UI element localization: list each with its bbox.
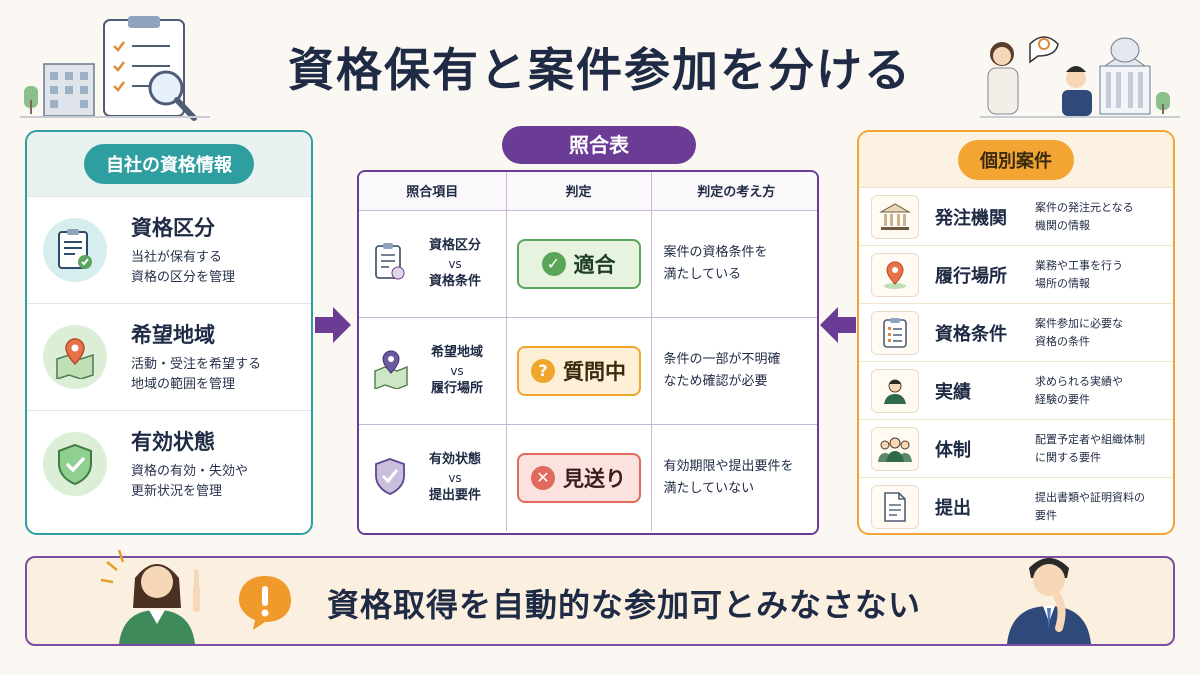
- thinking-man-illustration: [1007, 558, 1091, 644]
- left-item-title: 資格区分: [131, 216, 215, 240]
- right-item-desc: 求められる実績や: [1035, 374, 1123, 388]
- right-item-desc: に関する要件: [1035, 450, 1101, 464]
- matching-table-panel: 照合項目 判定 判定の考え方 資格区分 vs 資格条件 ✓ 適合 案件の資格条件を満た…: [357, 170, 819, 535]
- own-qualification-header: 自社の資格情報: [27, 132, 311, 196]
- right-item-track-record: 実績 求められる実績や経験の要件: [859, 361, 1173, 419]
- person-icon: [871, 368, 919, 413]
- shield-check-icon: [43, 432, 107, 496]
- left-item-title: 希望地域: [131, 323, 215, 347]
- left-item-desc: 地域の範囲を管理: [131, 377, 236, 392]
- map-pin-icon: [43, 325, 107, 389]
- judgement-badge-pass: ✕ 見送り: [516, 452, 641, 503]
- table-row: 資格区分 vs 資格条件 ✓ 適合 案件の資格条件を満たしている: [359, 210, 817, 318]
- right-item-desc: 配置予定者や組織体制: [1035, 432, 1145, 446]
- judgement-reason: なため確認が必要: [663, 373, 768, 389]
- column-header: 判定: [506, 172, 652, 211]
- right-item-desc: 提出書類や証明資料の: [1035, 490, 1145, 504]
- check-icon: ✓: [541, 251, 566, 276]
- checklist-icon: [871, 310, 919, 355]
- key-message: 資格取得を自動的な参加可とみなさない: [327, 586, 922, 624]
- project-title: 個別案件: [958, 139, 1074, 180]
- right-item-ordering-agency: 発注機関 案件の発注元となる機関の情報: [859, 187, 1173, 245]
- compare-item-a: 有効状態: [428, 451, 481, 467]
- right-item-desc: 資格の条件: [1035, 334, 1090, 348]
- judgement-label: 見送り: [563, 466, 626, 491]
- close-icon: ✕: [531, 465, 555, 490]
- left-item-desc: 当社が保有する: [131, 250, 223, 265]
- left-item-preferred-region: 希望地域 活動・受注を希望する地域の範囲を管理: [27, 303, 311, 410]
- table-row: 希望地域 vs 履行場所 ? 質問中 条件の一部が不明確なため確認が必要: [359, 317, 817, 425]
- key-message-banner: 資格取得を自動的な参加可とみなさない: [25, 549, 1175, 646]
- right-arrow-icon: [315, 307, 351, 343]
- judgement-reason: 有効期限や提出要件を: [663, 458, 794, 474]
- column-header: 照合項目: [359, 172, 507, 211]
- right-item-organization: 体制 配置予定者や組織体制に関する要件: [859, 419, 1173, 477]
- right-item-title: 体制: [935, 439, 971, 461]
- city-clipboard-illustration: [20, 16, 210, 121]
- right-item-desc: 機関の情報: [1035, 218, 1090, 232]
- table-row: 有効状態 vs 提出要件 ✕ 見送り 有効期限や提出要件を満たしていない: [359, 424, 817, 531]
- own-qualification-panel: 自社の資格情報 資格区分 当社が保有する資格の区分を管理 希望地域 活動・受注を…: [25, 130, 313, 535]
- question-icon: ?: [531, 358, 555, 383]
- team-icon: [871, 426, 919, 471]
- left-item-valid-status: 有効状態 資格の有効・失効や更新状況を管理: [27, 410, 311, 517]
- certificate-icon: [373, 242, 407, 286]
- own-qualification-title: 自社の資格情報: [84, 144, 254, 184]
- right-item-title: 発注機関: [935, 207, 1007, 229]
- compare-vs: vs: [448, 256, 462, 271]
- compare-item-a: 資格区分: [428, 237, 481, 253]
- shield-check-icon: [373, 456, 407, 500]
- right-item-desc: 経験の要件: [1035, 392, 1090, 406]
- right-item-desc: 業務や工事を行う: [1035, 258, 1123, 272]
- government-building-icon: [871, 194, 919, 239]
- woman-pointing-illustration: [100, 549, 200, 644]
- right-item-title: 実績: [935, 381, 971, 403]
- right-item-submission: 提出 提出書類や証明資料の要件: [859, 477, 1173, 533]
- left-item-desc: 活動・受注を希望する: [131, 357, 262, 372]
- compare-item-b: 提出要件: [428, 487, 481, 503]
- left-item-desc: 資格の区分を管理: [131, 270, 236, 285]
- right-item-performance-place: 履行場所 業務や工事を行う場所の情報: [859, 245, 1173, 303]
- matching-table-title: 照合表: [502, 126, 696, 164]
- judgement-badge-ok: ✓ 適合: [516, 238, 641, 289]
- project-header: 個別案件: [859, 132, 1173, 187]
- judgement-badge-question: ? 質問中: [516, 345, 641, 396]
- compare-item-b: 資格条件: [428, 273, 481, 289]
- right-item-desc: 案件参加に必要な: [1035, 316, 1123, 330]
- consultation-building-illustration: [980, 36, 1180, 118]
- right-item-qualification-condition: 資格条件 案件参加に必要な資格の条件: [859, 303, 1173, 361]
- right-item-title: 資格条件: [935, 323, 1007, 345]
- certificate-icon: [43, 218, 107, 282]
- judgement-label: 適合: [573, 252, 616, 277]
- left-arrow-icon: [820, 307, 856, 343]
- judgement-reason: 満たしている: [663, 266, 742, 282]
- left-item-desc: 資格の有効・失効や: [131, 464, 249, 479]
- column-header: 判定の考え方: [651, 172, 817, 211]
- judgement-reason: 満たしていない: [663, 480, 755, 496]
- map-pin-icon: [373, 349, 409, 393]
- compare-vs: vs: [448, 470, 462, 485]
- matching-table: 照合項目 判定 判定の考え方 資格区分 vs 資格条件 ✓ 適合 案件の資格条件を満た…: [359, 172, 817, 531]
- right-item-desc: 要件: [1035, 508, 1057, 522]
- page-title: 資格保有と案件参加を分ける: [288, 43, 912, 97]
- document-icon: [871, 484, 919, 529]
- compare-vs: vs: [450, 363, 464, 378]
- right-item-title: 履行場所: [935, 265, 1007, 287]
- right-item-desc: 場所の情報: [1035, 276, 1090, 290]
- project-panel: 個別案件 発注機関 案件の発注元となる機関の情報 履行場所 業務や工事を行う場所…: [857, 130, 1175, 535]
- judgement-label: 質問中: [563, 359, 626, 384]
- right-item-title: 提出: [935, 497, 971, 519]
- left-item-qualification-class: 資格区分 当社が保有する資格の区分を管理: [27, 196, 311, 303]
- judgement-reason: 条件の一部が不明確: [663, 351, 781, 367]
- left-item-title: 有効状態: [131, 430, 215, 454]
- right-item-desc: 案件の発注元となる: [1035, 200, 1134, 214]
- compare-item-a: 希望地域: [430, 344, 483, 360]
- exclamation-icon: [239, 576, 291, 630]
- compare-item-b: 履行場所: [430, 380, 483, 396]
- left-item-desc: 更新状況を管理: [131, 484, 223, 499]
- judgement-reason: 案件の資格条件を: [663, 244, 768, 260]
- map-pin-icon: [871, 252, 919, 297]
